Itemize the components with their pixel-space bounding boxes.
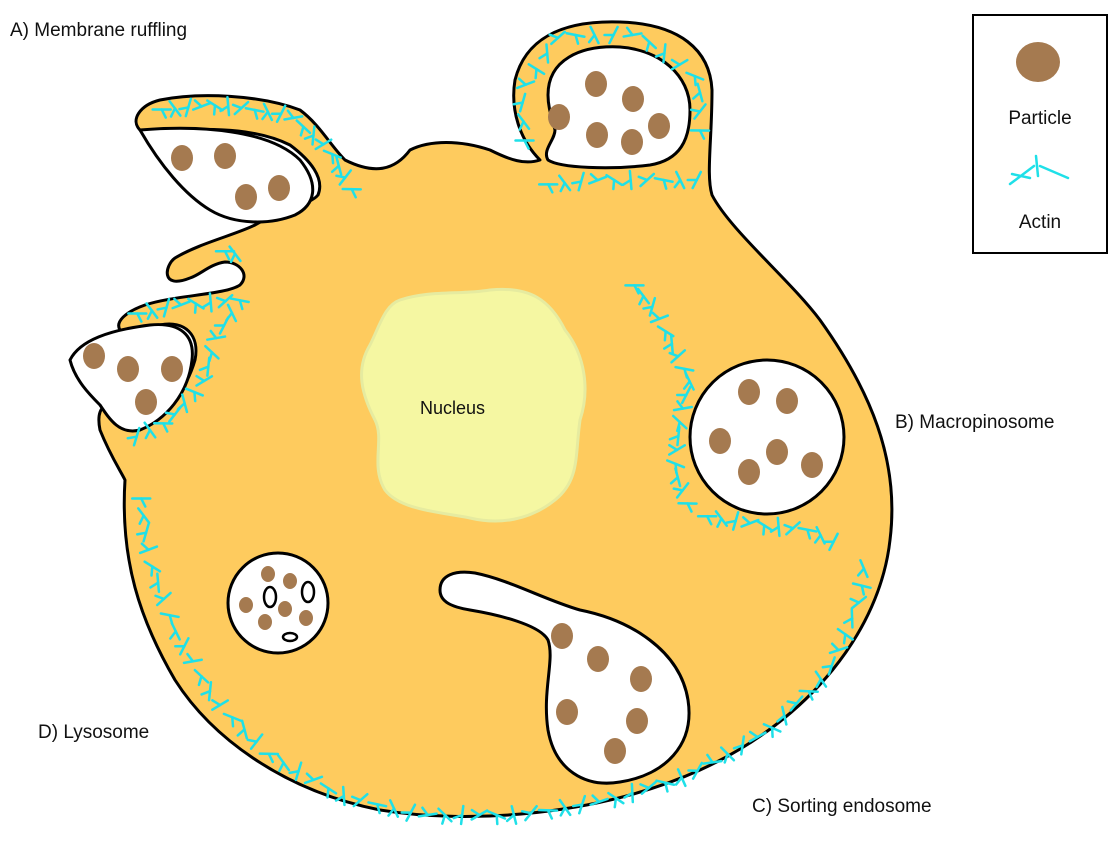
label-macropinosome: B) Macropinosome (895, 412, 1054, 434)
actin-filament (137, 533, 146, 535)
legend-particle-label: Particle (974, 108, 1106, 130)
actin-filament (152, 566, 153, 575)
actin-filament (248, 740, 257, 742)
actin-filament (128, 437, 137, 439)
actin-filament (674, 489, 683, 491)
particle (235, 184, 257, 210)
actin-filament (232, 717, 233, 726)
particle (161, 356, 183, 382)
particle (258, 614, 272, 630)
actin-filament (336, 176, 345, 178)
particle (587, 646, 609, 672)
particle (709, 428, 731, 454)
legend-actin-icon (1010, 156, 1068, 184)
actin-filament (572, 182, 581, 184)
label-membrane-ruffling: A) Membrane ruffling (10, 20, 187, 42)
legend: Particle Actin (972, 14, 1108, 254)
particle (283, 573, 297, 589)
label-nucleus: Nucleus (420, 398, 485, 419)
actin-filament (332, 154, 333, 163)
particle (171, 145, 193, 171)
particle (776, 388, 798, 414)
particle (299, 610, 313, 626)
actin-filament (497, 815, 498, 824)
particle (548, 104, 570, 130)
particle (801, 452, 823, 478)
actin-filament (615, 798, 616, 807)
actin-filament (691, 110, 700, 112)
particle (278, 601, 292, 617)
particle (268, 175, 290, 201)
legend-actin-label: Actin (974, 212, 1106, 234)
actin-filament (695, 76, 696, 85)
actin-filament (573, 805, 582, 806)
actin-filament (763, 525, 764, 534)
legend-particle-icon (1016, 42, 1060, 82)
lysosome-vesicle (264, 587, 276, 607)
particle (621, 129, 643, 155)
actin-filament (214, 105, 215, 114)
particle (83, 343, 105, 369)
label-sorting-endosome: C) Sorting endosome (752, 796, 932, 818)
particle (239, 597, 253, 613)
particle (622, 86, 644, 112)
actin-filament (727, 521, 736, 523)
particle (261, 566, 275, 582)
actin-filament (158, 308, 167, 310)
actin-filament (328, 788, 329, 797)
particle (604, 738, 626, 764)
actin-filament (194, 392, 195, 401)
actin-filament (514, 103, 523, 105)
actin-filament (195, 304, 196, 313)
particle (626, 708, 648, 734)
label-lysosome: D) Lysosome (38, 722, 149, 744)
particle (648, 113, 670, 139)
particle (556, 699, 578, 725)
actin-filament (844, 634, 845, 643)
particle (738, 459, 760, 485)
lysosome-vesicle (302, 582, 314, 602)
lysosome-vesicle (283, 633, 297, 641)
actin-filament (613, 180, 614, 189)
particle (117, 356, 139, 382)
actin-filament (536, 69, 537, 78)
particle (551, 623, 573, 649)
actin-filament (166, 413, 175, 415)
actin-filament (290, 771, 299, 773)
particle (630, 666, 652, 692)
particle (586, 122, 608, 148)
particle (766, 439, 788, 465)
particle (135, 389, 157, 415)
actin-filament (823, 666, 832, 667)
actin-filament (179, 107, 188, 109)
ruffle-pocket-top-right (546, 47, 690, 168)
actin-filament (665, 331, 666, 340)
particle (738, 379, 760, 405)
actin-filament (644, 307, 653, 309)
particle (585, 71, 607, 97)
particle (214, 143, 236, 169)
